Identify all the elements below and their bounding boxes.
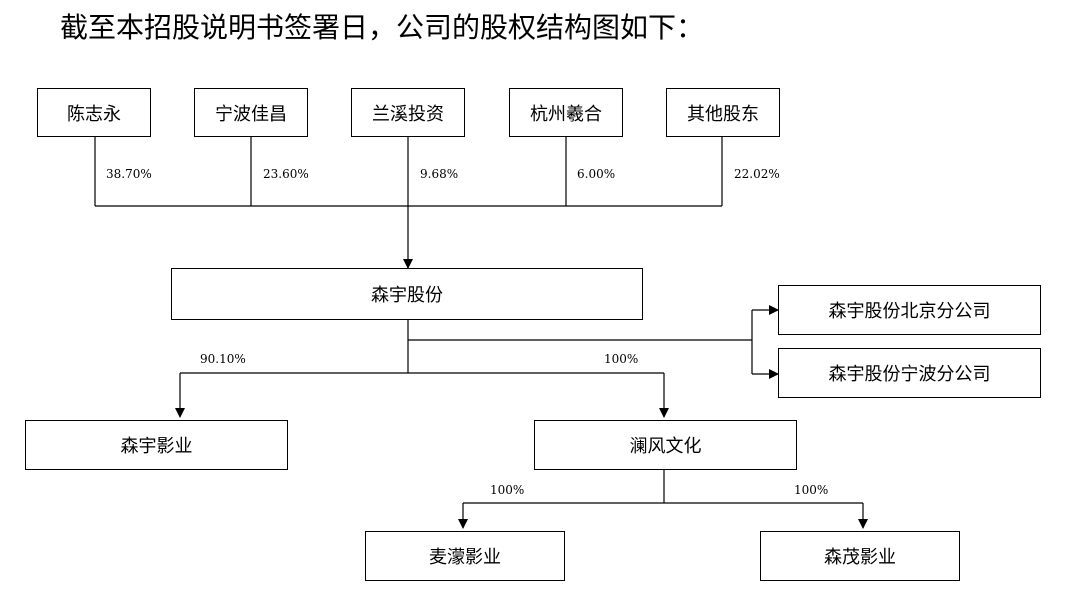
shareholder-box-5: 其他股东 [666,88,780,137]
grand-subsidiary-name: 麦濛影业 [429,547,501,568]
grand-subsidiary-box-senmao: 森茂影业 [760,531,960,581]
shareholder-pct-5: 22.02% [734,167,780,181]
shareholder-pct-4: 6.00% [577,167,616,181]
shareholder-pct-1: 38.70% [106,167,152,181]
grand-subsidiary-name: 森茂影业 [824,547,896,568]
branch-name: 森宇股份北京分公司 [828,301,991,322]
subsidiary-pct-1: 90.10% [200,352,246,366]
grand-subsidiary-box-maimeng: 麦濛影业 [365,531,565,581]
shareholder-pct-2: 23.60% [263,167,309,181]
shareholder-name: 杭州羲合 [530,103,602,125]
subsidiary-name: 澜风文化 [629,436,702,457]
shareholder-box-1: 陈志永 [37,88,151,137]
shareholder-name: 其他股东 [687,103,759,125]
company-name: 森宇股份 [371,285,443,306]
shareholder-box-3: 兰溪投资 [351,88,465,137]
subsidiary-box-lanfeng: 澜风文化 [534,420,797,470]
shareholder-pct-3: 9.68% [420,167,459,181]
shareholder-box-4: 杭州羲合 [509,88,623,137]
branch-box-ningbo: 森宇股份宁波分公司 [778,348,1041,398]
shareholder-name: 宁波佳昌 [215,103,287,125]
subsidiary-box-senyu-film: 森宇影业 [25,420,288,470]
company-box: 森宇股份 [171,268,643,320]
grand-subsidiary-pct-2: 100% [794,483,829,497]
page-heading: 截至本招股说明书签署日，公司的股权结构图如下： [60,11,705,44]
subsidiary-name: 森宇影业 [120,436,193,457]
shareholder-name: 陈志永 [67,103,121,125]
shareholder-box-2: 宁波佳昌 [194,88,308,137]
branch-box-beijing: 森宇股份北京分公司 [778,285,1041,335]
subsidiary-pct-2: 100% [604,352,639,366]
branch-name: 森宇股份宁波分公司 [828,364,991,385]
grand-subsidiary-pct-1: 100% [490,483,525,497]
shareholder-name: 兰溪投资 [372,103,444,125]
